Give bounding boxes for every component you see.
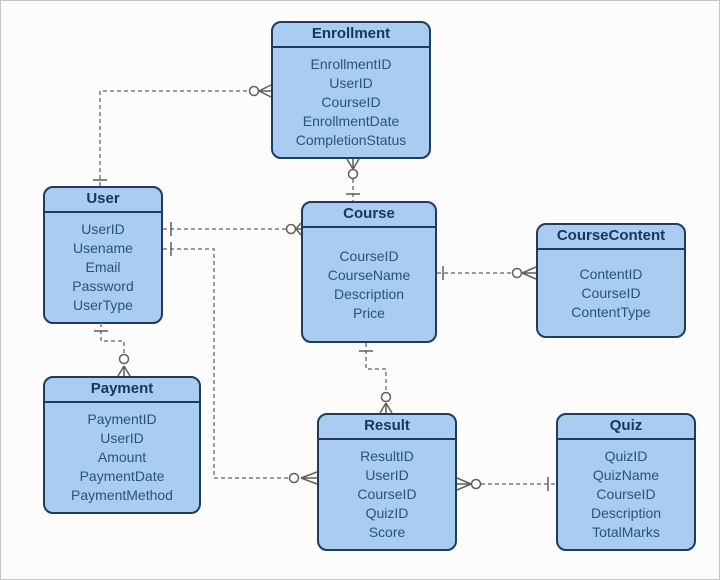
connector-user-course — [163, 222, 302, 236]
entity-field: ResultID — [360, 448, 414, 464]
entity-field: UserID — [100, 430, 144, 446]
entity-field: CourseName — [327, 266, 411, 283]
entity-field: PaymentDate — [79, 468, 165, 484]
entity-title: CourseContent — [538, 225, 684, 250]
entity-field-list: ResultID UserID CourseID QuizID Score — [319, 440, 455, 549]
entity-field: UserID — [329, 75, 373, 91]
entity-result[interactable]: Result ResultID UserID CourseID QuizID Score — [317, 413, 457, 551]
entity-field: CourseID — [596, 486, 656, 502]
connector-course-result — [359, 343, 393, 414]
entity-field: Usename — [73, 240, 133, 256]
entity-field: Description — [590, 505, 662, 521]
entity-field: Email — [85, 259, 121, 275]
entity-field-list: ContentID CourseID ContentType — [538, 250, 684, 336]
entity-title: Enrollment — [273, 23, 429, 48]
entity-field-list: EnrollmentID UserID CourseID EnrollmentDate… — [273, 48, 429, 157]
entity-field: QuizID — [604, 448, 648, 464]
connector-course-enrollment — [346, 158, 360, 201]
entity-field: UserType — [73, 297, 133, 313]
entity-title: Result — [319, 415, 455, 440]
connector-course-coursecontent — [437, 266, 537, 280]
entity-field: Description — [333, 285, 405, 302]
entity-field: Amount — [97, 449, 147, 465]
entity-field: QuizID — [365, 505, 409, 521]
entity-field: Password — [72, 278, 134, 294]
entity-field: CourseID — [339, 247, 399, 264]
entity-field: PaymentID — [87, 411, 157, 427]
entity-field: CourseID — [321, 94, 381, 110]
connector-user-enrollment — [93, 84, 272, 186]
entity-title: Course — [303, 203, 435, 228]
entity-field: UserID — [81, 221, 125, 237]
entity-field: ContentID — [579, 265, 643, 282]
entity-field: EnrollmentID — [310, 56, 392, 72]
entity-field: CourseID — [581, 284, 641, 301]
entity-field: QuizName — [592, 467, 660, 483]
connector-quiz-result — [456, 477, 556, 491]
entity-coursecontent[interactable]: CourseContent ContentID CourseID ContentTy… — [536, 223, 686, 338]
entity-title: Quiz — [558, 415, 694, 440]
entity-title: User — [45, 188, 161, 213]
entity-field: EnrollmentDate — [302, 113, 400, 129]
entity-field: UserID — [365, 467, 409, 483]
entity-field: Score — [368, 524, 406, 540]
connector-user-payment — [94, 323, 131, 377]
entity-field: ContentType — [571, 303, 651, 320]
entity-field: TotalMarks — [592, 524, 660, 540]
entity-field: CourseID — [357, 486, 417, 502]
entity-field: CompletionStatus — [295, 132, 407, 148]
entity-field: Price — [353, 304, 385, 321]
entity-field: PaymentMethod — [71, 487, 173, 503]
entity-title: Payment — [45, 378, 199, 403]
